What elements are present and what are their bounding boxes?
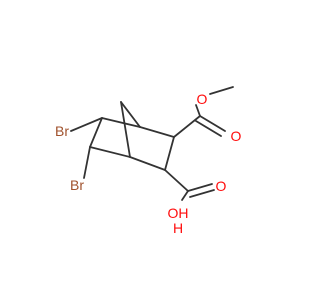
bond-c6-c1 [101,117,141,128]
bond-c1-c7 [120,101,141,128]
bond-c1-c2 [139,126,175,138]
bond-ester-carbonyl-2 [195,120,222,137]
bond-c4-c7 [120,101,131,158]
acid-hydroxyl-label: OH [168,205,189,221]
bromine-label-top: Br [55,123,69,139]
bond-c3-c4 [129,156,166,171]
bond-c2-ester-carbon [173,115,201,138]
bond-c3-acid-carbon [164,169,189,192]
acid-carbonyl-oxygen-label: O [216,178,227,194]
methoxy-oxygen-label: O [197,91,208,107]
bond-layer [70,86,234,201]
atom-label-layer: Br Br O O O OH H [55,91,242,236]
bond-c6-br [70,117,103,132]
molecule-structure: Br Br O O O OH H [55,86,242,236]
bond-ester-carbonyl-1 [199,115,226,132]
structure-canvas: Br Br O O O OH H [55,86,242,236]
bromine-label-bottom: Br [70,177,84,193]
bond-ester-c-o-single [195,104,201,117]
ester-carbonyl-oxygen-label: O [231,128,242,144]
bond-c2-c3 [164,136,175,171]
bond-acid-carbonyl-2 [189,189,215,198]
bond-c4-c5 [89,146,131,158]
bond-acid-c-oh [181,190,189,201]
bond-c5-c6 [89,117,103,148]
bond-methoxy-o-methyl [209,86,234,95]
bond-acid-carbonyl-1 [187,183,213,192]
acid-hydrogen-label: H [173,220,183,236]
bond-c5-br [83,146,91,179]
